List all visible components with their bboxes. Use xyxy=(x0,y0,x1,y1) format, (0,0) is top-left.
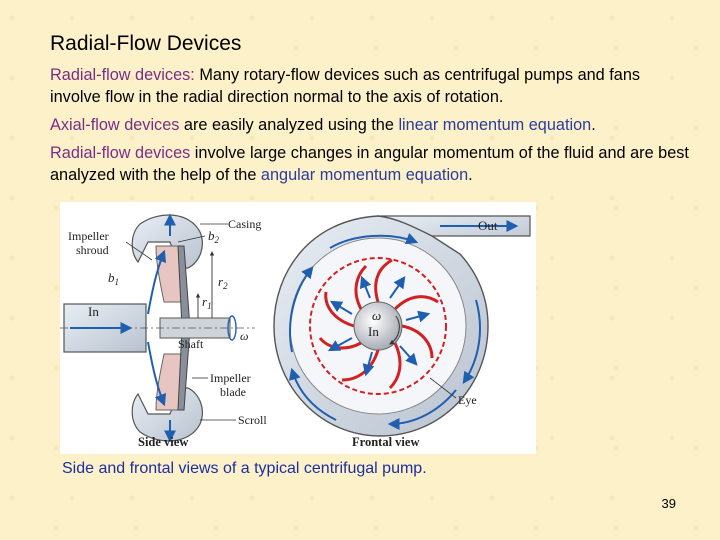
impeller-blade xyxy=(401,324,434,359)
shaft-label: Shaft xyxy=(178,337,204,351)
side-view-label: Side view xyxy=(138,435,188,449)
impeller-hub xyxy=(353,301,403,351)
b1-label: b1 xyxy=(108,270,119,287)
frontal-view-label: Frontal view xyxy=(352,435,419,449)
r2-label: r2 xyxy=(218,274,228,291)
figure-caption: Side and frontal views of a typical cent… xyxy=(62,460,427,477)
pump-diagram: Impeller shroud Casing b2 b1 r2 r1 In Sh… xyxy=(60,213,531,449)
impeller-shroud-label: Impeller xyxy=(68,229,109,243)
paragraph-text: Many rotary-flow devices such as centrif… xyxy=(50,66,641,106)
flow-arrow xyxy=(359,275,372,299)
flow-arrow xyxy=(327,337,353,352)
angular-momentum-equation-link: angular momentum equation xyxy=(260,166,469,184)
flow-arrow xyxy=(362,351,375,377)
paragraph-text: . xyxy=(591,116,596,134)
flow-arrow xyxy=(399,345,418,366)
paragraph-text: . xyxy=(468,166,473,184)
linear-momentum-equation-link: linear momentum equation xyxy=(398,116,592,134)
leader-b2 xyxy=(177,235,206,243)
b2-label: b2 xyxy=(208,228,220,245)
term-radial-flow-devices: Radial-flow devices: xyxy=(50,66,195,84)
frontal-omega-label: ω xyxy=(372,308,381,323)
impeller-shroud-label: shroud xyxy=(76,243,109,257)
scroll-label: Scroll xyxy=(238,413,267,427)
side-view: Impeller shroud Casing b2 b1 r2 r1 In Sh… xyxy=(60,213,267,449)
eye-label: Eye xyxy=(458,393,477,407)
leader-eye xyxy=(429,377,457,399)
impeller-blade xyxy=(354,264,368,310)
flow-arrow xyxy=(329,300,353,315)
paragraph-text: are easily analyzed using the xyxy=(179,116,399,134)
omega-label: ω xyxy=(240,329,248,343)
paragraph-text: involve large changes in angular momentu… xyxy=(50,144,689,184)
impeller-blade-label: blade xyxy=(220,385,246,399)
casing-label: Casing xyxy=(228,217,261,231)
impeller-blade xyxy=(374,258,393,303)
paragraph-radial-flow-devices: Radial-flow devices: Many rotary-flow de… xyxy=(50,64,690,108)
flow-arrow-up xyxy=(147,249,167,315)
rotation-arrow xyxy=(389,315,400,345)
paragraph-axial-flow-devices: Axial-flow devices are easily analyzed u… xyxy=(50,114,690,136)
paragraph-radial-flow-analysis: Radial-flow devices involve large change… xyxy=(50,142,690,186)
outlet-label: Out xyxy=(478,218,498,233)
frontal-inlet-label: In xyxy=(368,324,379,339)
term-radial-flow-devices: Radial-flow devices xyxy=(50,144,191,162)
flow-arrow xyxy=(405,310,431,323)
slide-title: Radial-Flow Devices xyxy=(50,32,242,55)
impeller-blade xyxy=(388,342,402,390)
volute-flow-arrow xyxy=(289,266,314,353)
impeller-blade xyxy=(393,295,439,311)
term-axial-flow-devices: Axial-flow devices xyxy=(50,116,180,134)
inlet-label: In xyxy=(88,304,99,319)
centrifugal-pump-figure: Impeller shroud Casing b2 b1 r2 r1 In Sh… xyxy=(60,202,536,454)
volute-flow-arrow xyxy=(387,389,457,430)
volute-flow-arrow xyxy=(289,367,337,421)
flow-arrow-down xyxy=(147,341,167,407)
volute-flow-arrow xyxy=(329,232,419,249)
volute-flow-arrow xyxy=(462,299,481,384)
frontal-flow-arrows xyxy=(289,220,519,430)
impeller-rim xyxy=(309,257,447,395)
leader-impeller-shroud xyxy=(125,241,153,261)
impeller-blade-label: Impeller xyxy=(210,371,251,385)
shaft-rotation-arrow xyxy=(227,315,237,341)
flow-arrow xyxy=(389,276,406,299)
frontal-view: Out ω In Eye Frontal view xyxy=(273,215,531,449)
page-number: 39 xyxy=(661,496,676,511)
r1-label: r1 xyxy=(202,294,212,311)
